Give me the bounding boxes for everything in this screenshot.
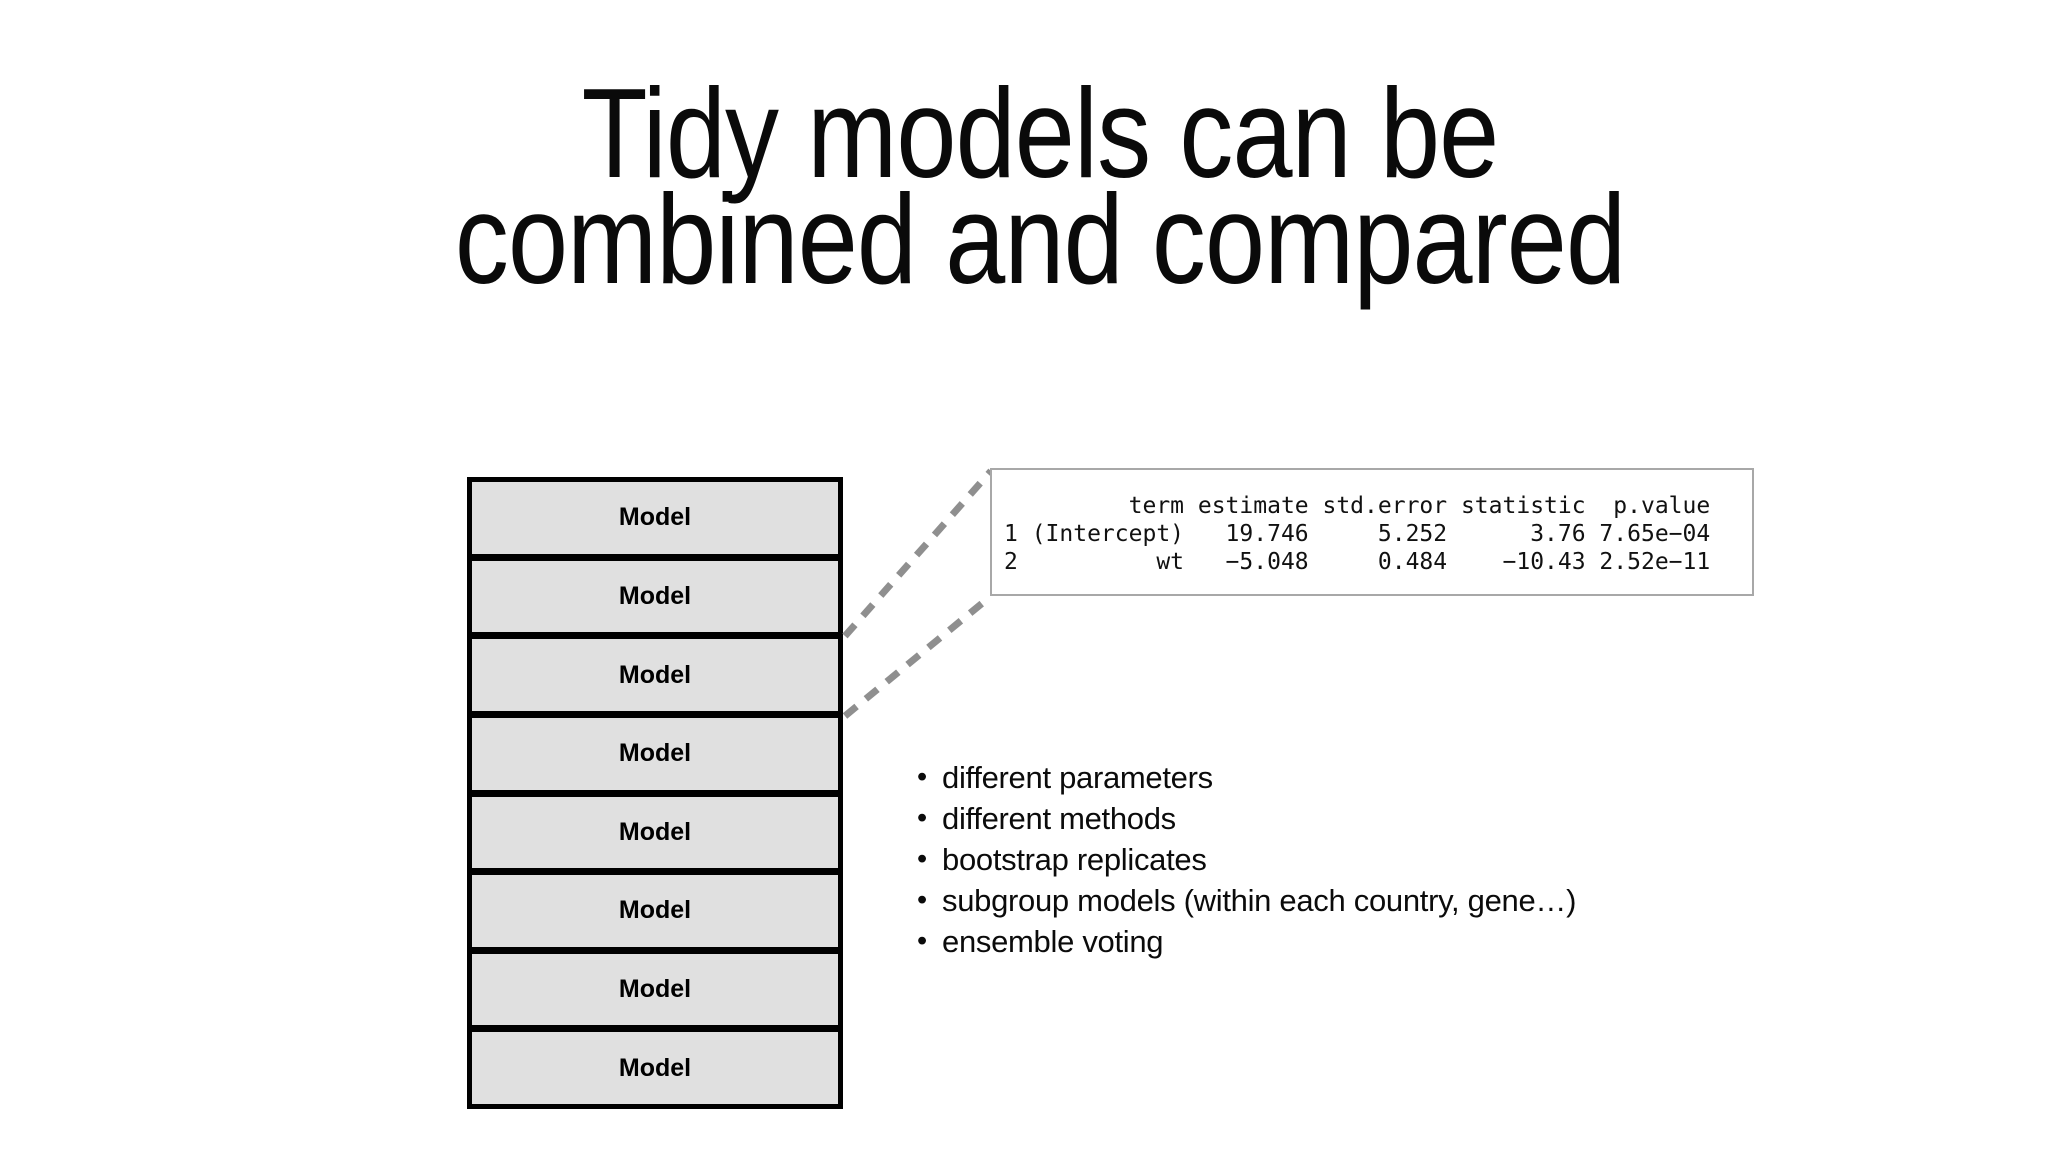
model-output-callout: term estimate std.error statistic p.valu… [990,468,1754,596]
model-box: Model [472,1025,838,1104]
model-box: Model [472,553,838,633]
bullet-item: different methods [915,798,1576,839]
model-box: Model [472,482,838,554]
model-box-label: Model [618,896,692,925]
bullet-item-label: different parameters [942,760,1213,795]
page-title-line1: Tidy models can be [581,62,1500,204]
code-output-line: 2 wt −5.048 0.484 −10.43 2.52e−11 [1004,549,1711,575]
bullet-item-label: ensemble voting [942,924,1164,959]
bullet-item: bootstrap replicates [915,839,1576,880]
model-box: Model [472,946,838,1026]
code-output-line: term estimate std.error statistic p.valu… [1004,493,1711,519]
model-box-label: Model [618,581,692,610]
model-box-label: Model [618,975,692,1004]
model-box: Model [472,632,838,711]
bullet-list: different parameters different methods b… [915,757,1576,962]
page-title-line2: combined and compared [454,168,1626,310]
page-title: Tidy models can be combined and compared [183,62,1897,310]
model-box: Model [472,710,838,790]
bullet-item: ensemble voting [915,921,1576,962]
dashed-connector-lower [842,593,994,719]
model-box-label: Model [618,1053,692,1082]
model-box: Model [472,789,838,869]
dashed-connector-upper [842,468,994,639]
bullet-item-label: different methods [942,801,1176,836]
model-stack: Model Model Model Model Model Model Mode… [467,477,843,1109]
bullet-item-label: subgroup models (within each country, ge… [942,883,1577,918]
model-box: Model [472,868,838,947]
model-box-label: Model [618,503,692,532]
model-box-label: Model [618,739,692,768]
bullet-item: subgroup models (within each country, ge… [915,880,1576,921]
bullet-item: different parameters [915,757,1576,798]
code-output-line: 1 (Intercept) 19.746 5.252 3.76 7.65e−04 [1004,521,1711,547]
model-box-label: Model [618,660,692,689]
model-box-label: Model [618,817,692,846]
bullet-item-label: bootstrap replicates [942,842,1207,877]
